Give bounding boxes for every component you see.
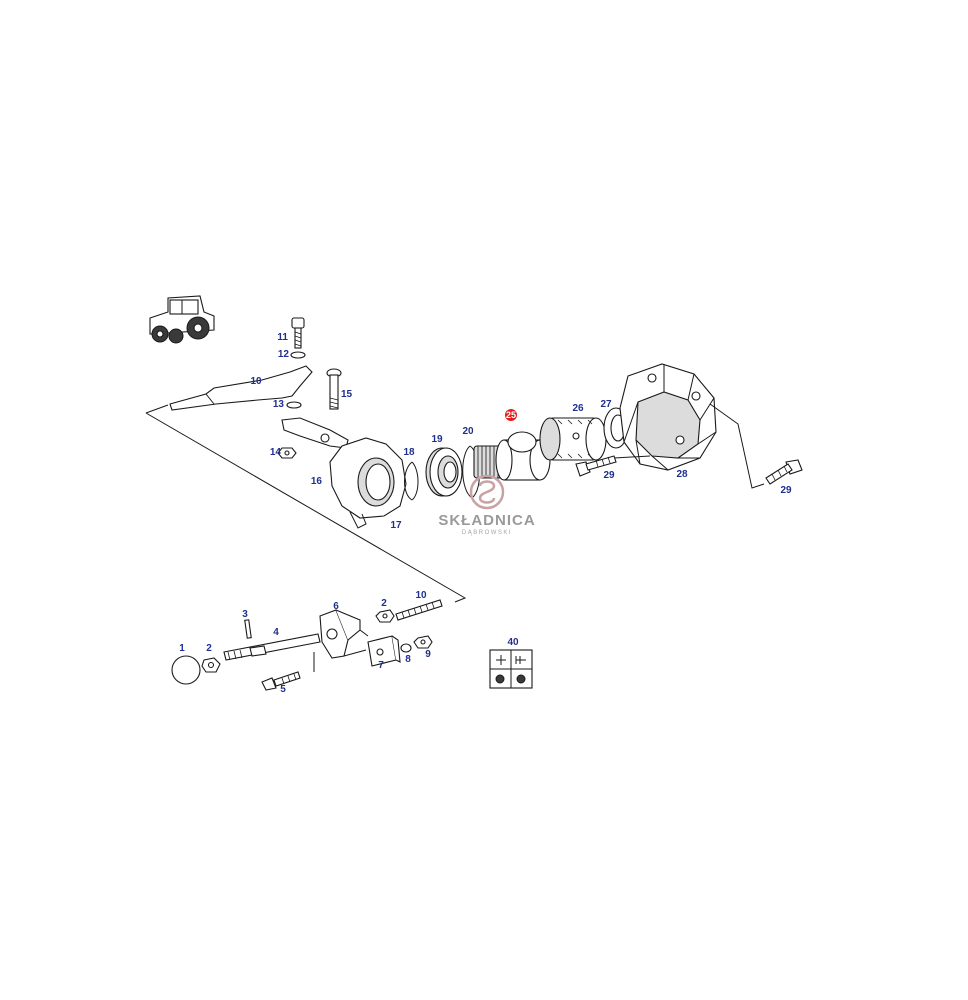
part-bearing-19	[425, 447, 463, 497]
callout-17: 17	[390, 520, 402, 531]
callout-40: 40	[507, 637, 519, 648]
callout-11: 11	[277, 332, 288, 343]
part-rod-4	[223, 633, 321, 661]
callout-29-left: 29	[603, 470, 615, 481]
reference-line	[145, 404, 467, 603]
callout-10-upper: 10	[250, 376, 262, 387]
part-lever-10	[169, 365, 313, 411]
callout-13: 13	[273, 399, 285, 410]
part-bracket-6	[319, 609, 361, 659]
part-pin-15	[326, 368, 342, 410]
part-bolt-11	[291, 317, 305, 349]
watermark-brand: SKŁADNICA	[438, 512, 535, 529]
callout-16: 16	[311, 476, 323, 487]
callout-2-right: 2	[381, 598, 387, 609]
part-pin-3	[244, 619, 252, 639]
callout-26: 26	[572, 403, 584, 414]
kit-symbols-icon	[489, 649, 533, 689]
part-bolt-29-right	[765, 459, 803, 485]
part-plate-7	[367, 635, 401, 667]
callout-4: 4	[273, 627, 279, 638]
lower-connector-lines	[313, 629, 369, 672]
part-nut-14	[277, 447, 297, 459]
part-nut-9	[413, 635, 433, 649]
part-knob-1	[171, 655, 201, 685]
callout-20: 20	[462, 426, 474, 437]
part-washer-8	[400, 643, 412, 653]
part-bolt-5	[261, 671, 301, 691]
callout-3: 3	[242, 609, 248, 620]
callout-27: 27	[600, 399, 612, 410]
part-flex-coupling-28	[619, 363, 717, 471]
callout-2-left: 2	[206, 643, 212, 654]
part-snap-ring-18	[404, 461, 419, 501]
connector-lines	[613, 403, 765, 489]
callout-12: 12	[278, 349, 290, 360]
part-washer-12	[290, 351, 306, 359]
callout-5: 5	[280, 684, 286, 695]
callout-28: 28	[676, 469, 688, 480]
tractor-icon	[149, 295, 215, 344]
part-housing-16	[329, 437, 407, 529]
part-nut-2-right	[375, 609, 395, 623]
callout-25-highlight: 25	[505, 409, 517, 421]
callout-1: 1	[179, 643, 185, 654]
part-ring-25	[507, 431, 537, 453]
callout-8: 8	[405, 654, 411, 665]
callout-29-right: 29	[780, 485, 792, 496]
part-rod-10-lower	[395, 599, 443, 621]
callout-6: 6	[333, 601, 339, 612]
callout-15: 15	[341, 389, 353, 400]
watermark-subtitle: DĄBROWSKI	[462, 530, 512, 536]
callout-19: 19	[431, 434, 443, 445]
callout-14: 14	[270, 447, 282, 458]
part-washer-13	[286, 401, 302, 409]
callout-10-lower: 10	[415, 590, 427, 601]
part-coupling-26	[539, 417, 607, 461]
part-fork-arm	[281, 417, 349, 449]
watermark-logo	[469, 474, 505, 510]
callout-7: 7	[378, 660, 384, 671]
part-bolt-29-left	[575, 455, 617, 477]
part-nut-2-left	[201, 657, 221, 673]
callout-18: 18	[403, 447, 415, 458]
callout-9: 9	[425, 649, 431, 660]
callout-25: 25	[506, 410, 516, 420]
